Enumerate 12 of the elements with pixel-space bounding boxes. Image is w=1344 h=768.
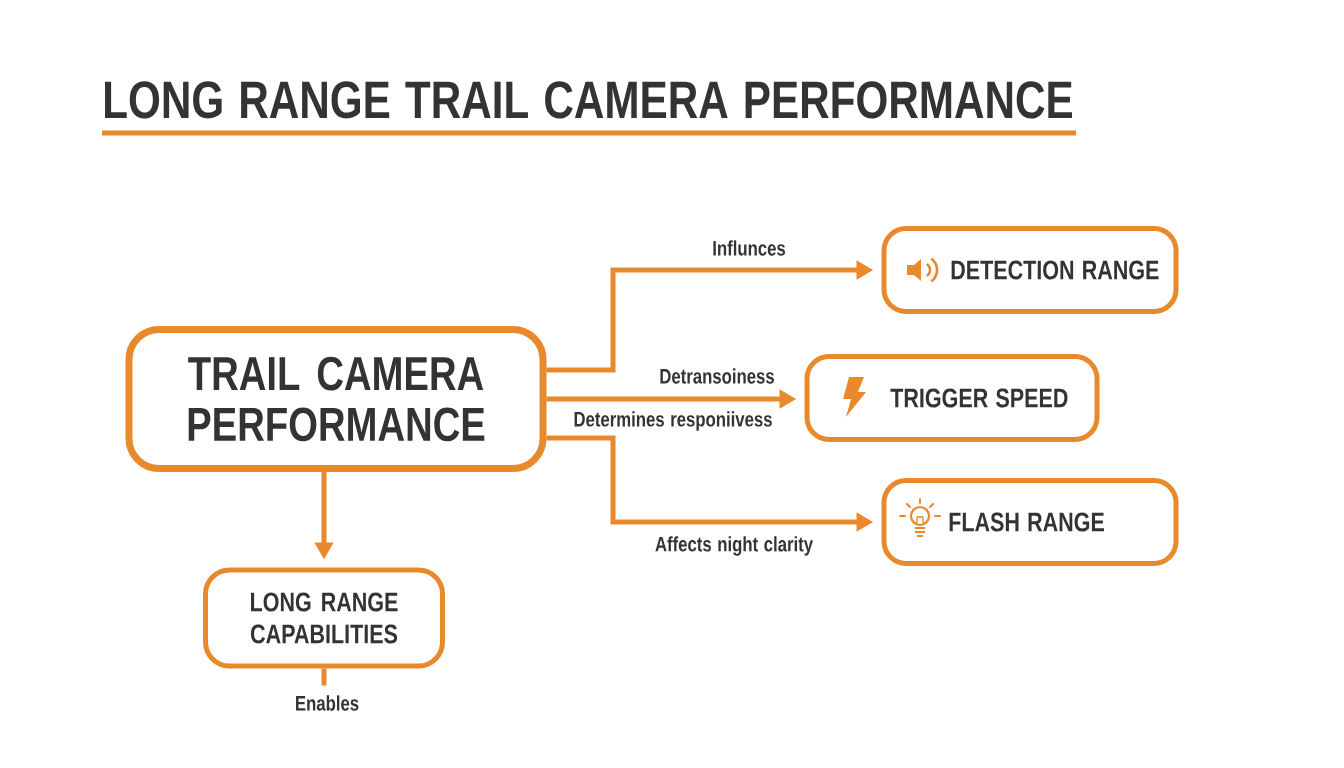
edge-label: Influnces — [710, 238, 788, 258]
process-box: TRIGGER SPEED — [804, 354, 1100, 442]
process-box: DETECTION RANGE — [881, 226, 1179, 314]
annotation: Detransoiness — [657, 366, 777, 386]
process-box: TRAIL CAMERA PERFORMANCE — [125, 326, 547, 472]
edge-label: Enables — [292, 693, 362, 713]
connector-line — [321, 668, 327, 686]
title: LONG RANGE TRAIL CAMERA PERFORMANCE — [105, 81, 1073, 119]
edge-label: Determines responiivess — [571, 409, 775, 433]
process-box: LONG RANGE CAPABILITIES — [203, 567, 445, 669]
edge-label: Affects night clarity — [652, 534, 816, 558]
process-box: FLASH RANGE — [881, 478, 1179, 566]
